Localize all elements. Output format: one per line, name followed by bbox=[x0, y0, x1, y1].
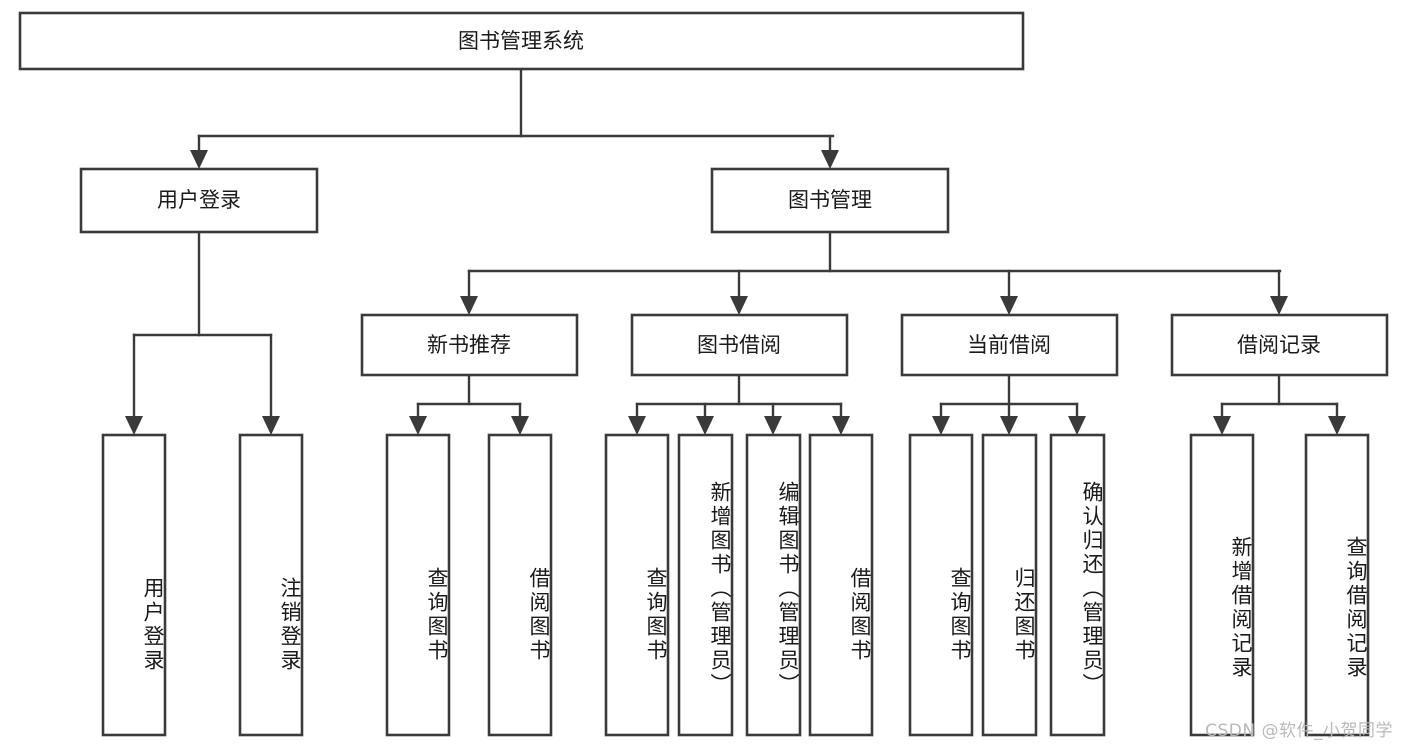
csdn-watermark: CSDN @软件_小贺同学 bbox=[1205, 721, 1393, 741]
node-borrow-record-box[interactable] bbox=[1170, 313, 1389, 377]
leaf-box-user-login[interactable] bbox=[101, 433, 167, 737]
node-book-borrow-label: 图书借阅 bbox=[697, 333, 781, 357]
node-new-book-recommend-box[interactable] bbox=[360, 313, 579, 377]
node-current-borrow-box[interactable] bbox=[900, 313, 1119, 377]
leaf-box-query-record[interactable] bbox=[1304, 433, 1370, 737]
node-book-manage-box[interactable] bbox=[710, 167, 950, 234]
arrow-head-leaf-query-book-1 bbox=[409, 416, 427, 435]
arrow-head-leaf-return-book bbox=[1000, 416, 1018, 435]
arrow-head-new-book-recommend bbox=[460, 296, 478, 315]
node-root-system-label: 图书管理系统 bbox=[458, 29, 584, 53]
arrow-head-leaf-add-book bbox=[696, 416, 714, 435]
arrow-head-book-borrow bbox=[730, 296, 748, 315]
node-current-borrow[interactable]: 当前借阅 bbox=[900, 313, 1119, 377]
leaf-box-query-book-3[interactable] bbox=[908, 433, 974, 737]
arrow-head-leaf-edit-book bbox=[764, 416, 782, 435]
leaf-box-edit-book[interactable] bbox=[745, 433, 802, 737]
leaf-box-query-book-2[interactable] bbox=[604, 433, 670, 737]
node-borrow-record[interactable]: 借阅记录 bbox=[1170, 313, 1389, 377]
arrow-head-user-login bbox=[190, 150, 208, 169]
node-root-system[interactable]: 图书管理系统 bbox=[18, 11, 1025, 71]
node-book-manage-label: 图书管理 bbox=[788, 188, 872, 212]
node-new-book-recommend-label: 新书推荐 bbox=[427, 333, 511, 357]
leaf-box-query-book-1[interactable] bbox=[385, 433, 451, 737]
leaf-box-add-record[interactable] bbox=[1189, 433, 1255, 737]
node-current-borrow-label: 当前借阅 bbox=[967, 333, 1051, 357]
node-user-login-box[interactable] bbox=[79, 167, 319, 234]
leaf-box-borrow-book-2[interactable] bbox=[808, 433, 874, 737]
arrow-head-leaf-query-book-2 bbox=[628, 416, 646, 435]
arrow-head-leaf-user-logout bbox=[262, 416, 280, 435]
leaf-box-confirm-return[interactable] bbox=[1049, 433, 1106, 737]
node-user-login-label: 用户登录 bbox=[157, 188, 241, 212]
node-borrow-record-label: 借阅记录 bbox=[1237, 333, 1321, 357]
leaf-box-return-book[interactable] bbox=[981, 433, 1038, 737]
leaf-box-borrow-book-1[interactable] bbox=[487, 433, 553, 737]
node-book-borrow[interactable]: 图书借阅 bbox=[630, 313, 849, 377]
node-new-book-recommend[interactable]: 新书推荐 bbox=[360, 313, 579, 377]
leaf-box-user-logout[interactable] bbox=[238, 433, 304, 737]
arrow-head-leaf-user-login bbox=[125, 416, 143, 435]
arrow-head-leaf-borrow-book-2 bbox=[832, 416, 850, 435]
arrow-head-leaf-borrow-book-1 bbox=[511, 416, 529, 435]
arrow-head-leaf-query-book-3 bbox=[932, 416, 950, 435]
node-user-login[interactable]: 用户登录 bbox=[79, 167, 319, 234]
node-book-manage[interactable]: 图书管理 bbox=[710, 167, 950, 234]
arrow-head-book-manage bbox=[821, 150, 839, 169]
leaf-box-add-book[interactable] bbox=[677, 433, 734, 737]
arrow-head-leaf-query-record bbox=[1328, 416, 1346, 435]
connector-group bbox=[125, 67, 1346, 435]
node-book-borrow-box[interactable] bbox=[630, 313, 849, 377]
arrow-head-current-borrow bbox=[1000, 296, 1018, 315]
arrow-head-borrow-record bbox=[1270, 296, 1288, 315]
node-root-system-box[interactable] bbox=[18, 11, 1025, 71]
arrow-head-leaf-add-record bbox=[1213, 416, 1231, 435]
arrow-head-leaf-confirm-return bbox=[1068, 416, 1086, 435]
